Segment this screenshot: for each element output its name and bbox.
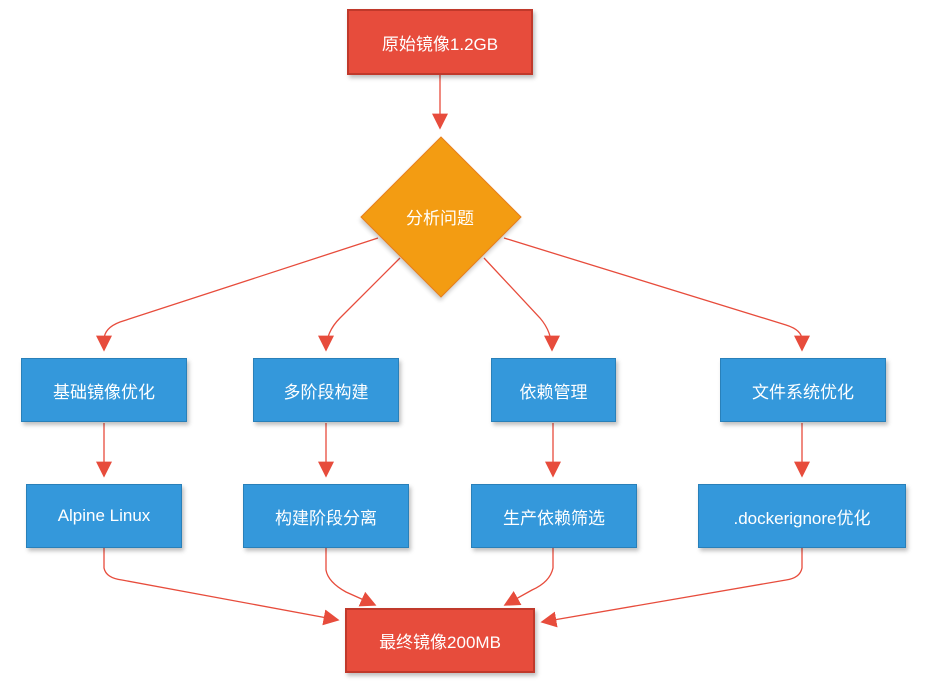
edge-analyze-fs [503,237,810,352]
edge-analyze-base-image [96,237,379,352]
edge-separate-final [325,548,377,607]
node-alpine: Alpine Linux [26,484,182,548]
node-fs-label: 文件系统优化 [752,382,854,402]
edge-analyze-multi-stage [318,257,401,352]
node-dockerignore: .dockerignore优化 [698,484,906,548]
node-alpine-label: Alpine Linux [57,506,151,525]
node-analyze-label: 分析问题 [406,208,474,228]
node-multi-stage: 多阶段构建 [253,358,399,422]
node-base-image: 基础镜像优化 [21,358,187,422]
node-separate-label: 构建阶段分离 [275,508,377,528]
node-analyze: 分析问题 [360,136,522,298]
node-multi-stage-label: 多阶段构建 [283,382,369,402]
edge-analyze-deps [483,257,560,352]
node-dockerignore-label: .dockerignore优化 [733,508,871,528]
node-deps: 依赖管理 [491,358,616,422]
node-separate: 构建阶段分离 [243,484,409,548]
node-start: 原始镜像1.2GB [347,9,533,75]
node-final-label: 最终镜像200MB [379,633,501,652]
node-prod-deps: 生产依赖筛选 [471,484,637,548]
edge-dockerignore-final [540,548,803,628]
node-final: 最终镜像200MB [345,608,535,673]
node-deps-label: 依赖管理 [519,382,588,402]
node-prod-deps-label: 生产依赖筛选 [503,508,605,528]
node-base-image-label: 基础镜像优化 [53,382,155,402]
node-start-label: 原始镜像1.2GB [381,34,499,54]
node-fs: 文件系统优化 [720,358,886,422]
edge-prod-final [503,548,554,606]
edge-alpine-final [103,548,340,626]
